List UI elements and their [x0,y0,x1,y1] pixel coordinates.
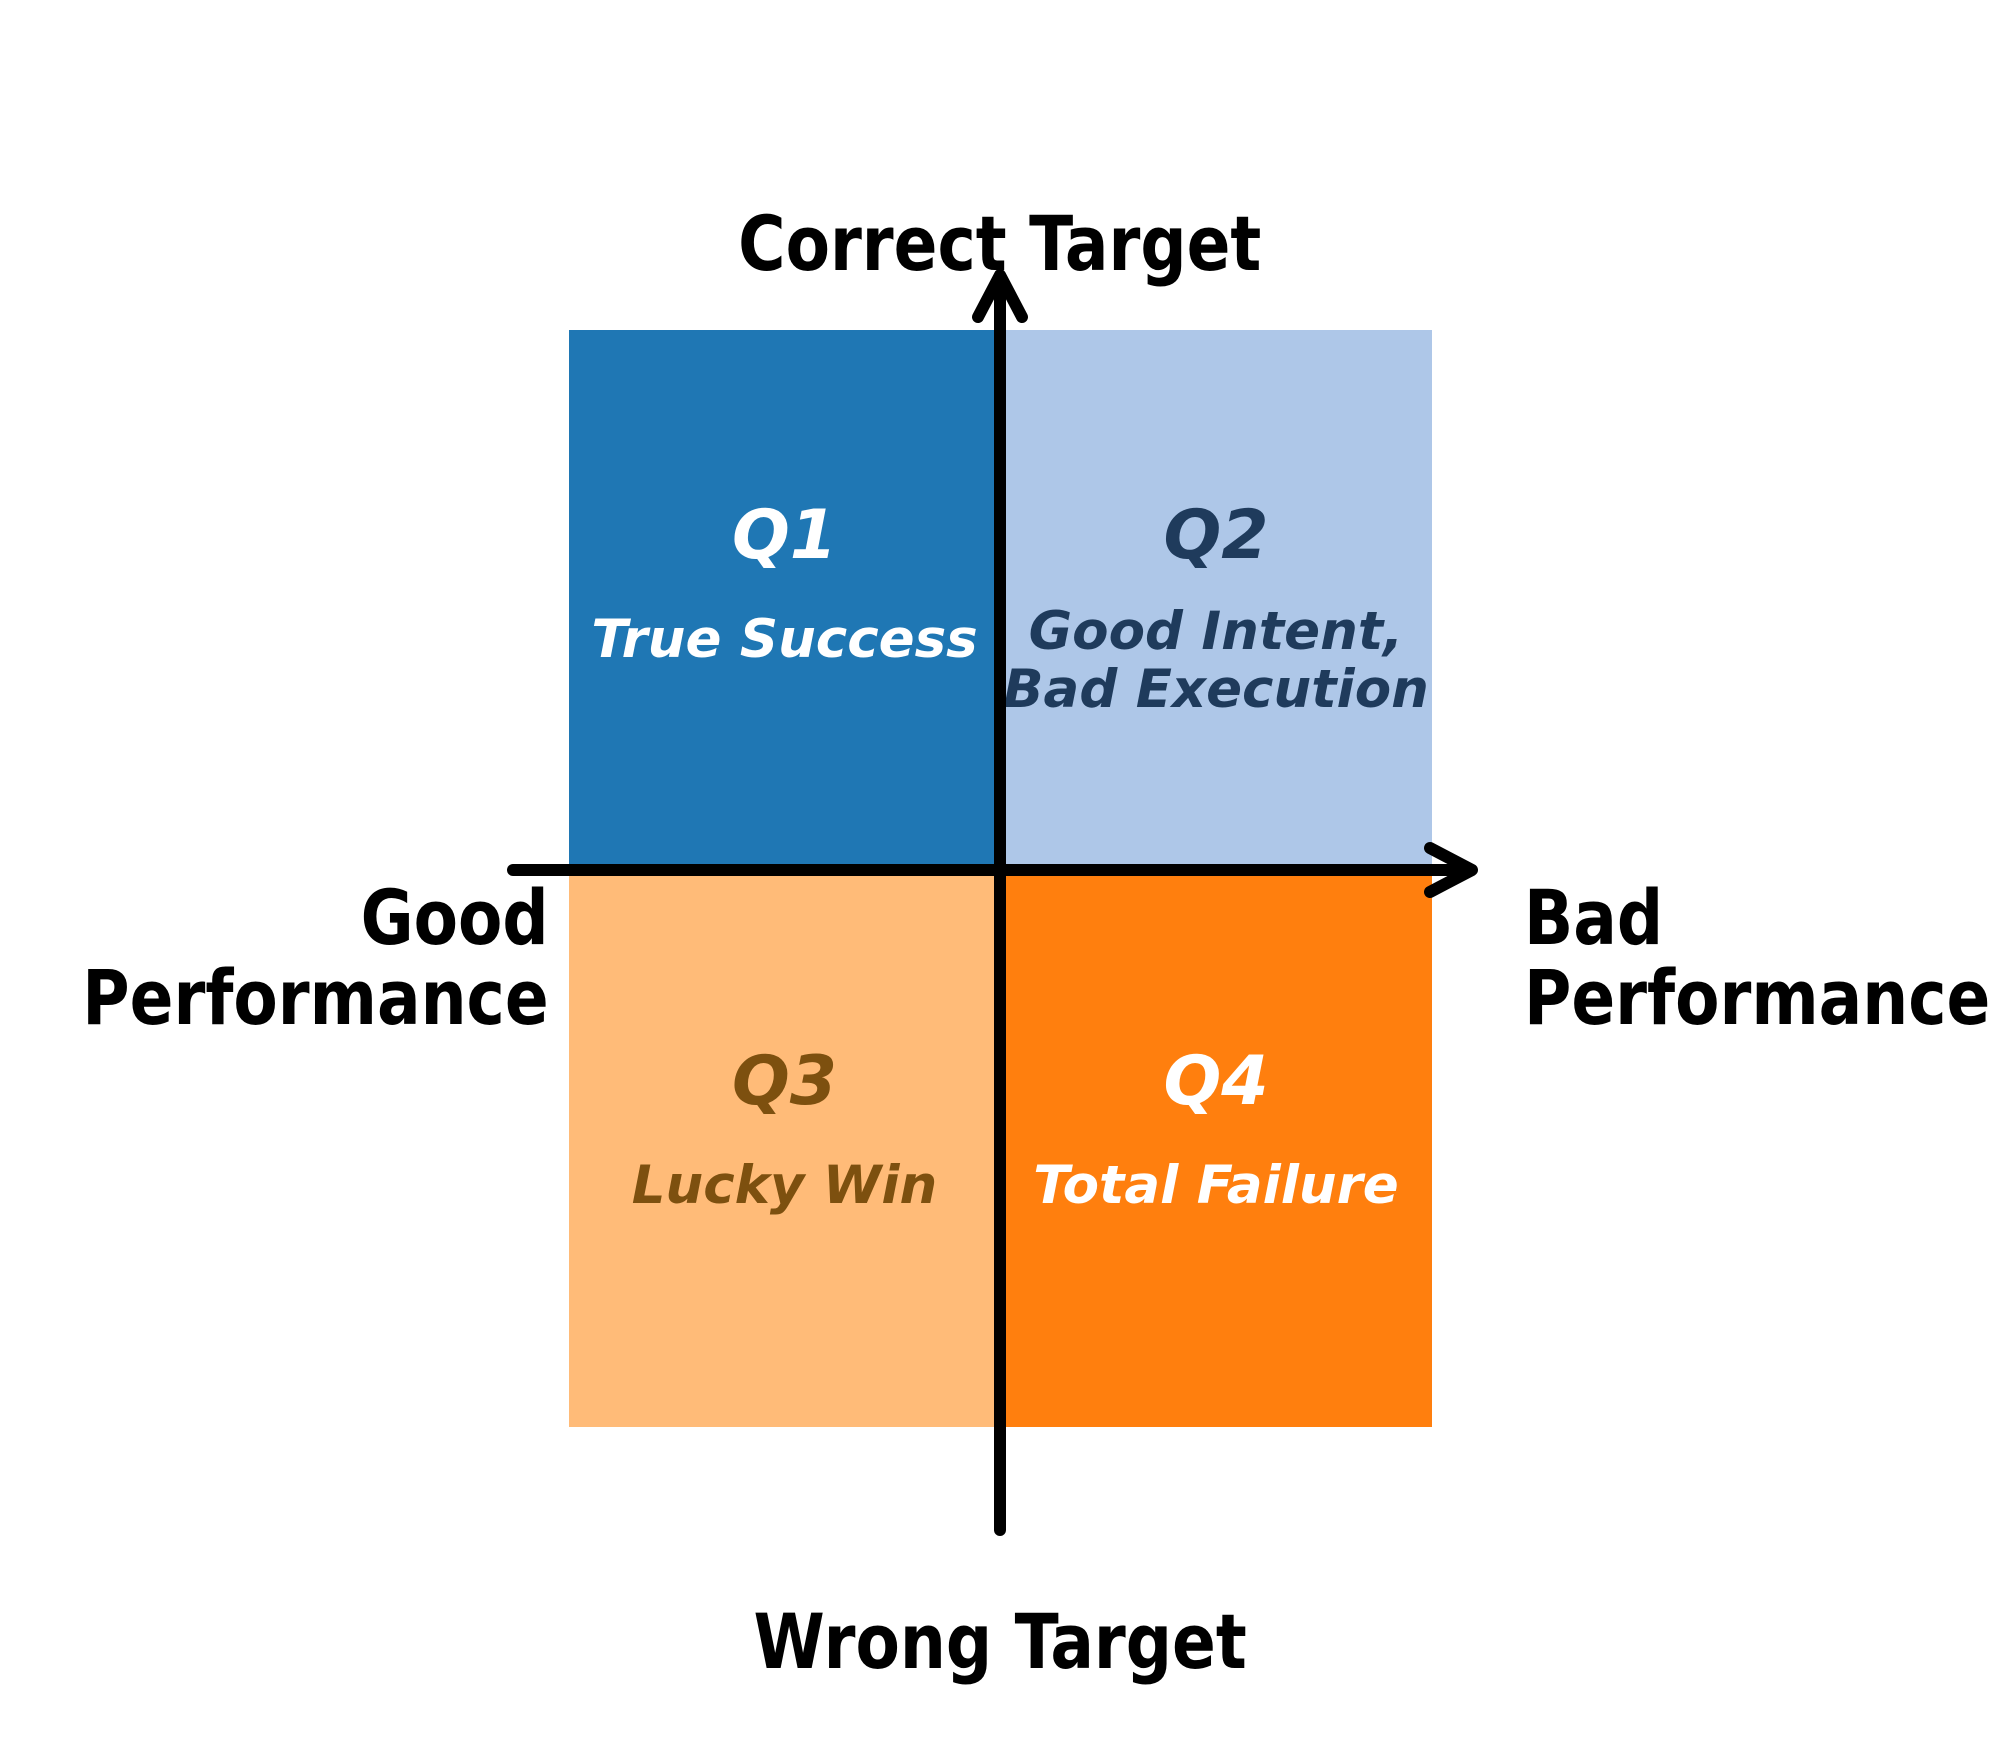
right-axis-label: Bad Performance [1524,798,2000,1038]
quadrant-q2-label: Q2 [1163,496,1269,575]
y-axis-arrowhead [972,269,1028,323]
quadrant-q3: Q3 Lucky Win [569,870,1000,1427]
x-axis-arrowhead [1424,842,1478,898]
quadrant-q3-subtitle: Lucky Win [631,1155,938,1216]
top-axis-title: Correct Target [0,124,2000,284]
right-axis-label-text: Bad Performance [1524,873,1991,1042]
quadrant-q1-subtitle: True Success [591,609,978,670]
quadrant-q4: Q4 Total Failure [1000,870,1432,1427]
top-axis-title-text: Correct Target [738,199,1262,288]
quadrant-q1: Q1 True Success [569,330,1000,870]
quadrant-q4-subtitle: Total Failure [1033,1155,1399,1216]
quadrant-q2: Q2 Good Intent, Bad Execution [1000,330,1432,870]
quadrant-q3-label: Q3 [731,1042,838,1121]
bottom-axis-title-text: Wrong Target [753,1597,1247,1686]
bottom-axis-title: Wrong Target [0,1522,2000,1682]
quadrant-q1-label: Q1 [731,496,838,575]
quadrant-q2-subtitle: Good Intent, Bad Execution [1003,601,1429,720]
quadrant-q4-label: Q4 [1163,1042,1269,1121]
left-axis-label: Good Performance [0,798,548,1038]
left-axis-label-text: Good Performance [82,873,549,1042]
